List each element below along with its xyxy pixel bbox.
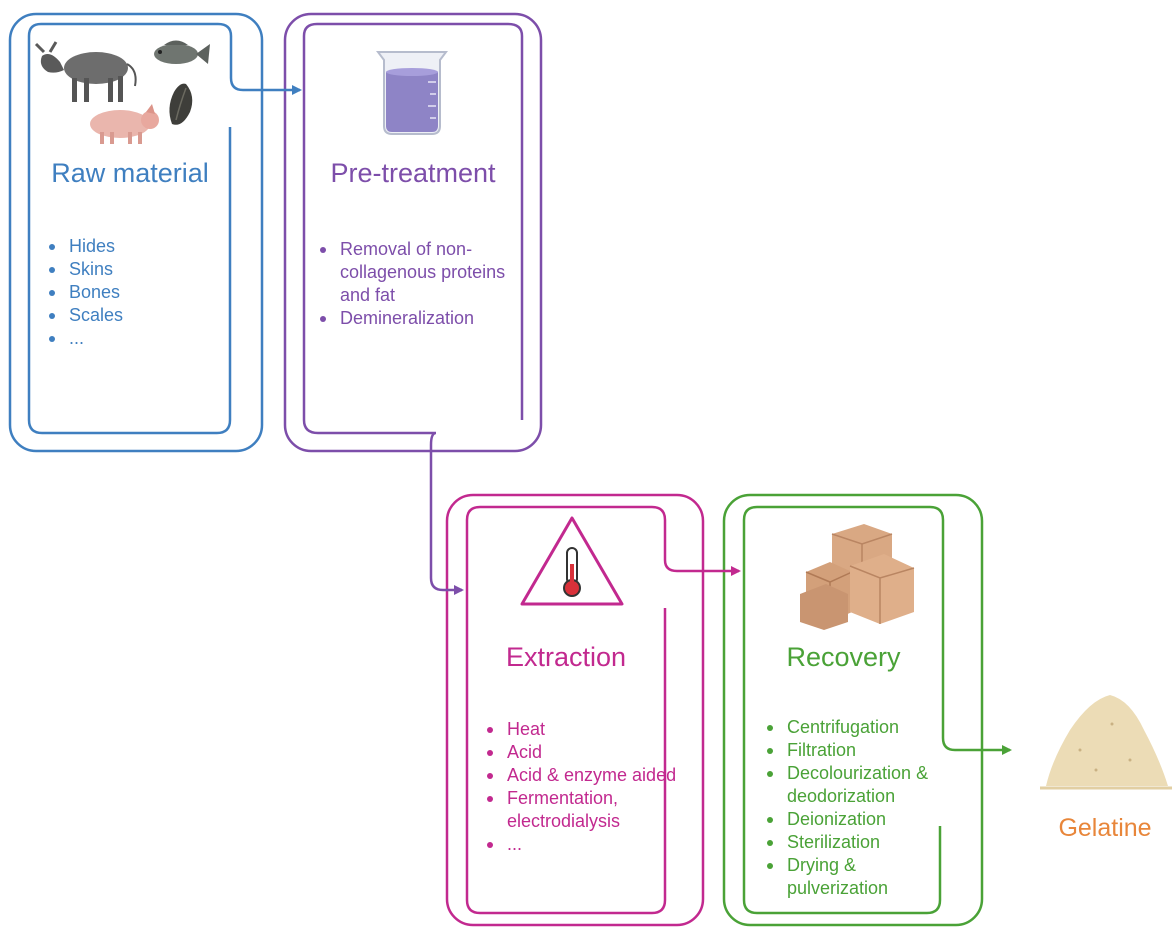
thermometer-warning-icon: [520, 516, 624, 606]
cow-icon: [34, 41, 137, 102]
powder-pile-icon: [1040, 695, 1172, 790]
list-item: Sterilization: [767, 831, 961, 854]
list-item: Demineralization: [320, 307, 536, 330]
list-item: ...: [487, 833, 683, 856]
arrow-extraction-to-recovery: [663, 545, 741, 576]
arrow-pretreatment-to-extraction: [420, 431, 464, 595]
recovery-box: [722, 493, 984, 927]
extraction-box: [445, 493, 705, 927]
recovery-list: Centrifugation Filtration Decolourizatio…: [765, 716, 961, 900]
raw-material-title: Raw material: [51, 158, 209, 188]
list-item: Bones: [49, 281, 239, 304]
list-item: Centrifugation: [767, 716, 961, 739]
list-item: Skins: [49, 258, 239, 281]
list-item: Decolourization & deodorization: [767, 762, 961, 808]
list-item: ...: [49, 327, 239, 350]
list-item: Acid & enzyme aided: [487, 764, 683, 787]
list-item: Drying & pulverization: [767, 854, 961, 900]
arrow-raw-to-pretreatment: [229, 60, 302, 95]
mussel-icon: [169, 83, 193, 125]
arrow-recovery-to-gelatine: [941, 728, 1012, 755]
extraction-title: Extraction: [505, 642, 627, 672]
fish-icon: [154, 40, 210, 64]
list-item: Acid: [487, 741, 683, 764]
list-item: Deionization: [767, 808, 961, 831]
beaker-icon: [376, 51, 448, 135]
pretreatment-box: [283, 12, 543, 453]
list-item: Filtration: [767, 739, 961, 762]
boxes-icon: [800, 524, 915, 630]
pretreatment-list: Removal of non-collagenous proteins and …: [318, 238, 536, 330]
list-item: Scales: [49, 304, 239, 327]
raw-material-box: [8, 12, 264, 453]
pretreatment-title: Pre-treatment: [330, 158, 496, 188]
list-item: Hides: [49, 235, 239, 258]
list-item: Heat: [487, 718, 683, 741]
gelatine-label: Gelatine: [1058, 814, 1152, 842]
pig-icon: [90, 104, 159, 144]
recovery-title: Recovery: [786, 642, 901, 672]
raw-material-list: Hides Skins Bones Scales ...: [47, 235, 239, 350]
list-item: Removal of non-collagenous proteins and …: [320, 238, 536, 307]
extraction-list: Heat Acid Acid & enzyme aided Fermentati…: [485, 718, 683, 856]
list-item: Fermentation, electrodialysis: [487, 787, 683, 833]
